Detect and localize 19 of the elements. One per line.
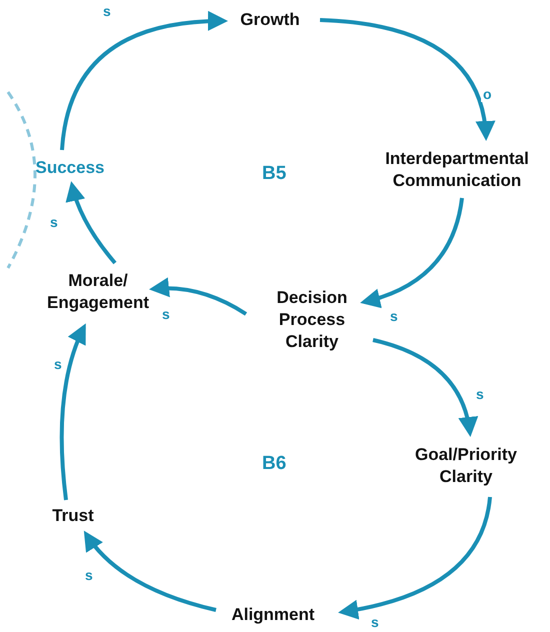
variable-label: Interdepartmental Communication	[384, 148, 530, 192]
arrow	[149, 278, 248, 316]
arrow	[66, 181, 117, 264]
variable-label: Morale/ Engagement	[46, 270, 150, 314]
variable-label: Growth	[240, 9, 300, 31]
arrow	[84, 530, 216, 612]
loop-label: B6	[262, 453, 286, 475]
variable-label: Success	[36, 157, 104, 179]
arrow	[360, 198, 464, 308]
variable-label: Trust	[52, 505, 94, 527]
variable-label: Decision Process Clarity	[276, 287, 348, 353]
loop-label: B5	[262, 163, 286, 185]
arrow	[60, 323, 86, 500]
arrow	[320, 18, 494, 141]
arrow	[372, 338, 478, 437]
variable-label: Goal/Priority Clarity	[414, 444, 518, 488]
variable-label: Alignment	[231, 604, 315, 626]
arrow	[60, 11, 228, 150]
arrow	[338, 496, 492, 620]
